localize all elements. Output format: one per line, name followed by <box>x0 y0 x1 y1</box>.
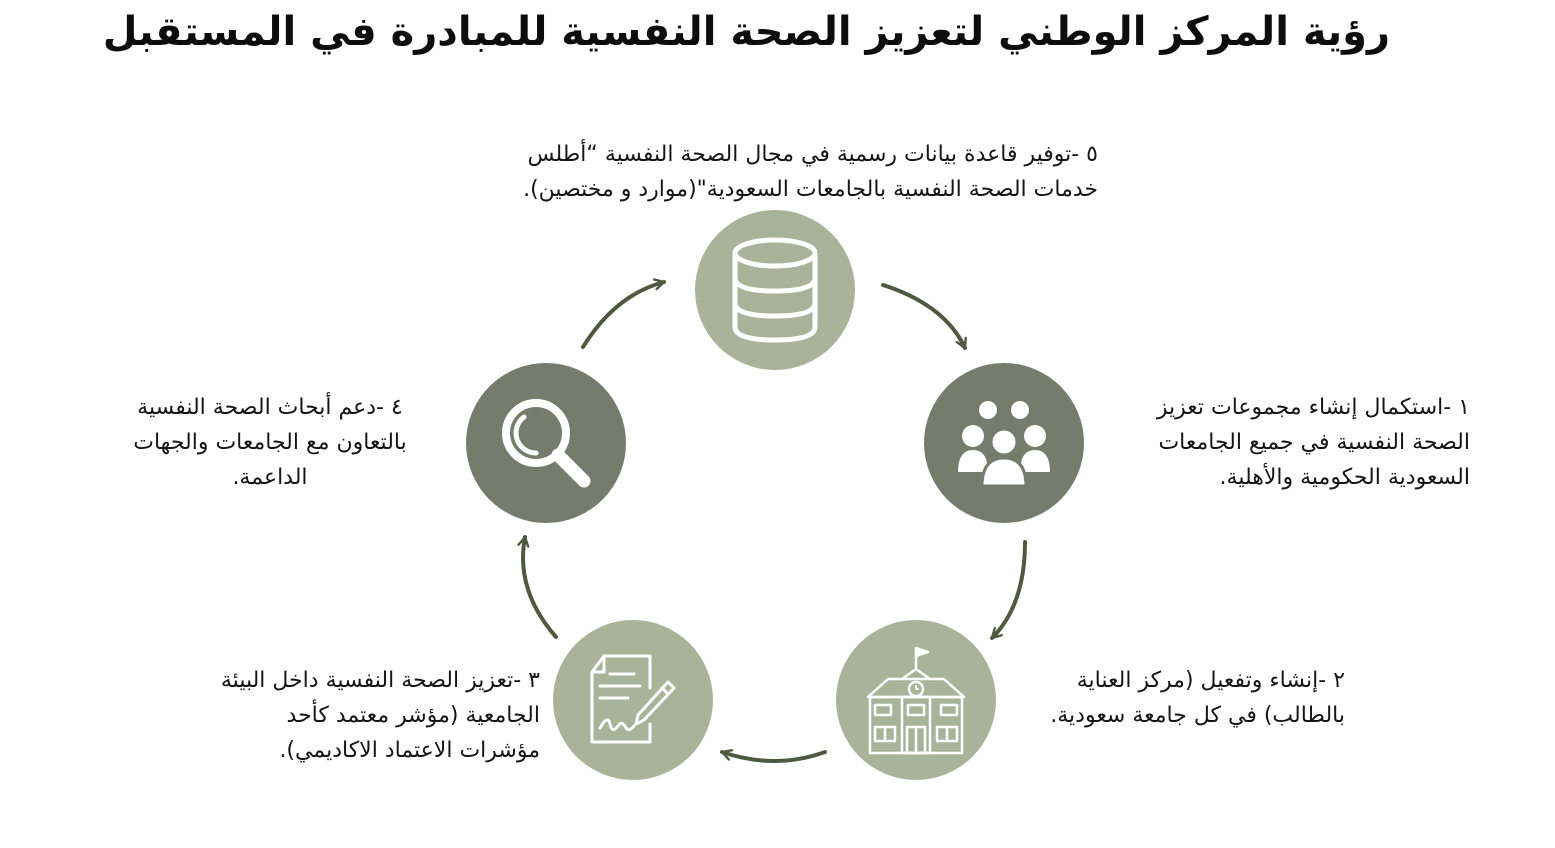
signed-document-icon <box>590 654 676 744</box>
arrow-db-to-group <box>881 283 967 350</box>
magnifier-circle <box>466 363 626 523</box>
step-4-text: ٤ -دعم أبحاث الصحة النفسية بالتعاون مع ا… <box>110 390 430 495</box>
arrow-group-to-school <box>990 540 1027 640</box>
step-2-line: ٢ -إنشاء وتفعيل (مركز العناية <box>1076 668 1345 693</box>
step-4-line: الداعمة. <box>232 465 308 490</box>
step-5-line: خدمات الصحة النفسية بالجامعات السعودية"(… <box>523 177 1098 202</box>
arrow-doc-to-search <box>523 535 558 639</box>
school-building-icon <box>866 646 966 755</box>
step-1-line: ١ -استكمال إنشاء مجموعات تعزيز <box>1156 395 1470 420</box>
step-1-text: ١ -استكمال إنشاء مجموعات تعزيز الصحة الن… <box>1095 390 1470 495</box>
step-2-text: ٢ -إنشاء وتفعيل (مركز العناية بالطالب) ف… <box>990 663 1345 733</box>
step-3-line: الجامعية (مؤشر معتمد كأحد <box>286 703 540 728</box>
school-building-circle <box>836 620 996 780</box>
step-3-text: ٣ -تعزيز الصحة النفسية داخل البيئة الجام… <box>165 663 540 768</box>
arrow-search-to-db <box>581 282 666 349</box>
step-1-line: السعودية الحكومية والأهلية. <box>1219 465 1470 490</box>
step-5-line: ٥ -توفير قاعدة بيانات رسمية في مجال الصح… <box>527 142 1098 167</box>
page-title: رؤية المركز الوطني لتعزيز الصحة النفسية … <box>102 9 1390 55</box>
step-4-line: ٤ -دعم أبحاث الصحة النفسية <box>137 395 403 420</box>
magnifier-icon <box>502 399 591 488</box>
step-3-line: مؤشرات الاعتماد الاكاديمي). <box>279 738 540 763</box>
step-4-line: بالتعاون مع الجامعات والجهات <box>133 430 407 455</box>
step-2-line: بالطالب) في كل جامعة سعودية. <box>1050 703 1345 728</box>
people-group-circle <box>924 363 1084 523</box>
step-1-line: الصحة النفسية في جميع الجامعات <box>1158 430 1470 455</box>
arrow-school-to-doc <box>720 752 827 763</box>
people-group-icon <box>958 401 1050 486</box>
database-icon <box>732 237 818 343</box>
step-3-line: ٣ -تعزيز الصحة النفسية داخل البيئة <box>220 668 540 693</box>
database-circle <box>695 210 855 370</box>
step-5-text: ٥ -توفير قاعدة بيانات رسمية في مجال الصح… <box>430 137 1098 207</box>
signed-document-circle <box>553 620 713 780</box>
